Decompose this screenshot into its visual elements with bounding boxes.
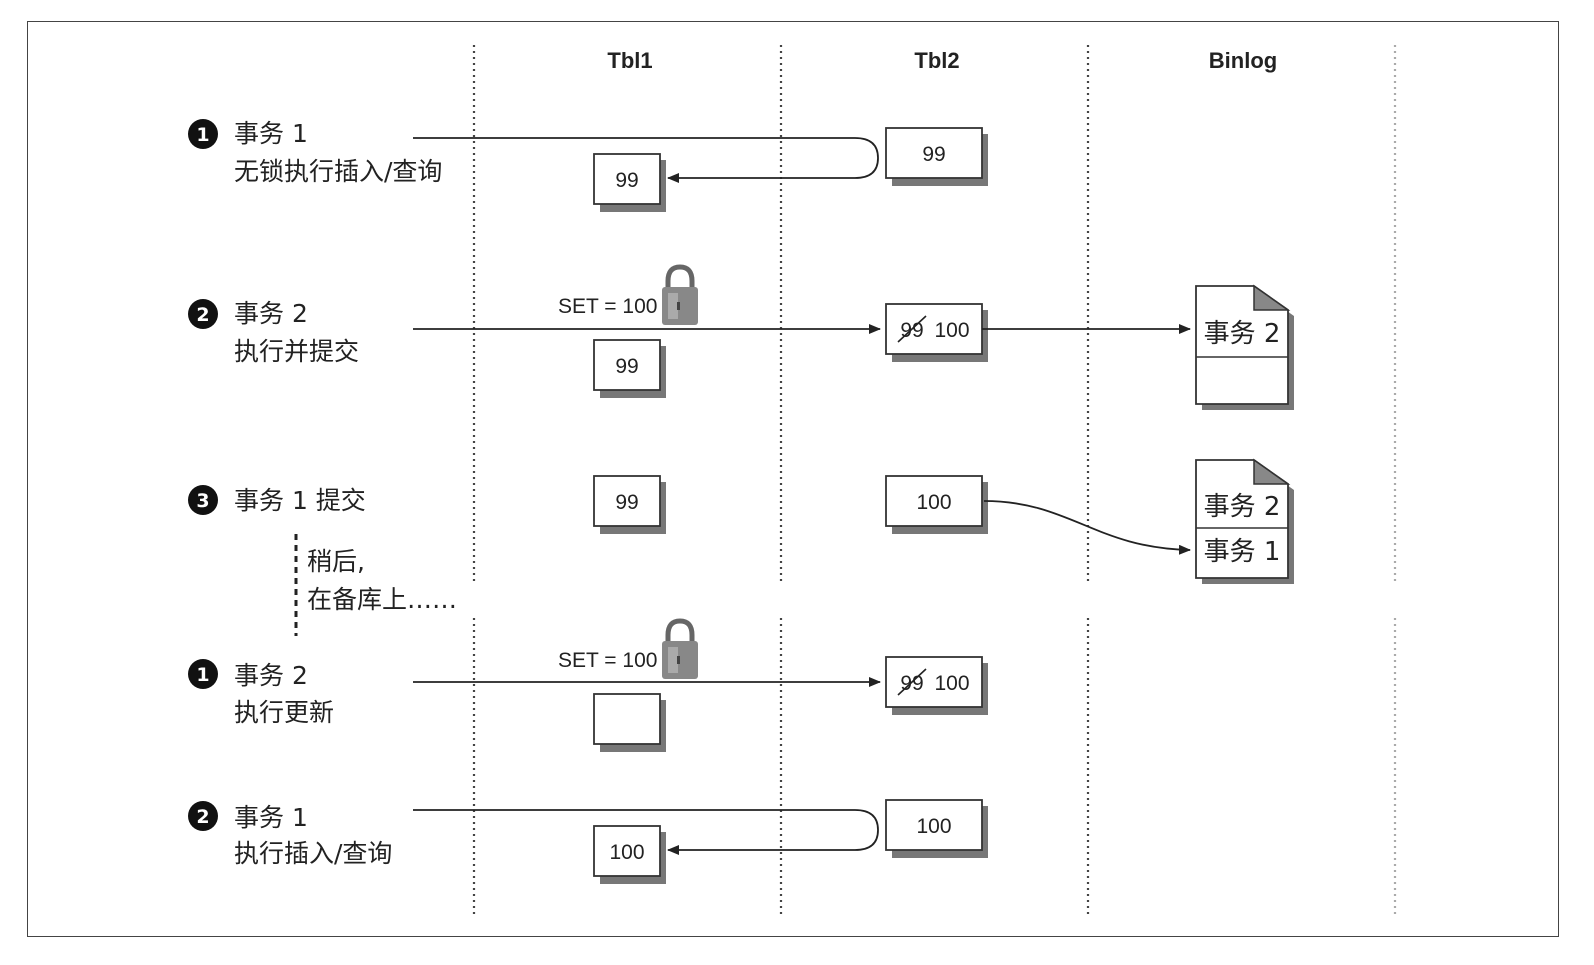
replica-step-2: 2 事务 1 执行插入/查询	[188, 801, 392, 868]
step-badge-number: 1	[196, 664, 209, 686]
strikethrough	[897, 668, 927, 696]
tbl2-value: 99	[922, 143, 945, 166]
tbl2-old-value: 99	[900, 672, 923, 695]
step-label-line2: 执行插入/查询	[234, 839, 392, 868]
step-label-line1: 事务 1	[234, 803, 308, 832]
tbl2-new-value: 100	[934, 319, 969, 342]
value-box	[593, 693, 661, 745]
step-label-line2: 执行并提交	[234, 337, 359, 366]
value-box	[593, 475, 661, 527]
step-label-line1: 事务 2	[234, 661, 308, 690]
value-box	[885, 127, 983, 179]
step-badge	[188, 485, 218, 515]
query-arrow	[413, 137, 879, 183]
tbl2-value: 100	[916, 815, 951, 838]
value-box	[593, 825, 661, 877]
binlog-document: 事务 2 事务 1	[1195, 458, 1294, 584]
later-note-line2: 在备库上……	[307, 585, 457, 614]
step-badge-number: 1	[196, 124, 209, 146]
step-badge-number: 3	[196, 490, 209, 512]
step-1: 1 事务 1 无锁执行插入/查询	[188, 119, 442, 186]
step-label-line2: 无锁执行插入/查询	[234, 157, 442, 186]
set-label: SET = 100	[558, 649, 657, 672]
lock-icon	[662, 618, 698, 679]
binlog-write-arrow	[983, 500, 1191, 555]
step-2: 2 事务 2 执行并提交	[188, 299, 359, 366]
query-arrow	[413, 809, 879, 855]
value-box	[885, 475, 983, 527]
step-badge	[188, 299, 218, 329]
step-badge-number: 2	[196, 806, 209, 828]
tbl2-old-value: 99	[900, 319, 923, 342]
binlog-document: 事务 2	[1195, 284, 1294, 410]
value-box	[593, 153, 661, 205]
value-box	[885, 303, 983, 355]
tbl2-value: 100	[916, 491, 951, 514]
column-header-binlog: Binlog	[1209, 48, 1277, 73]
step-badge	[188, 659, 218, 689]
tbl1-value: 99	[615, 491, 638, 514]
step-label-line1: 事务 2	[234, 299, 308, 328]
step-badge	[188, 801, 218, 831]
column-header-tbl1: Tbl1	[607, 48, 652, 73]
column-separators	[472, 45, 1397, 918]
step-badge-number: 2	[196, 304, 209, 326]
value-box	[593, 339, 661, 391]
step-badge	[188, 119, 218, 149]
step-3: 3 事务 1 提交	[188, 485, 366, 515]
tbl1-value: 99	[615, 169, 638, 192]
step-label-line1: 事务 1	[234, 119, 308, 148]
replica-step-1: 1 事务 2 执行更新	[188, 659, 334, 727]
binlog-entry: 事务 1	[1204, 537, 1281, 567]
later-note-line1: 稍后,	[307, 547, 365, 576]
tbl2-new-value: 100	[934, 672, 969, 695]
step-label-line2: 执行更新	[234, 698, 334, 727]
value-box	[885, 656, 983, 708]
tbl1-value: 99	[615, 355, 638, 378]
value-box	[885, 799, 983, 851]
step-label-line1: 事务 1 提交	[234, 486, 366, 515]
tbl1-value: 100	[609, 841, 644, 864]
lock-icon	[662, 264, 698, 325]
strikethrough	[897, 315, 927, 343]
binlog-entry: 事务 2	[1204, 492, 1281, 522]
set-label: SET = 100	[558, 295, 657, 318]
column-header-tbl2: Tbl2	[914, 48, 959, 73]
binlog-entry: 事务 2	[1204, 319, 1281, 349]
diagram-frame	[27, 21, 1559, 937]
